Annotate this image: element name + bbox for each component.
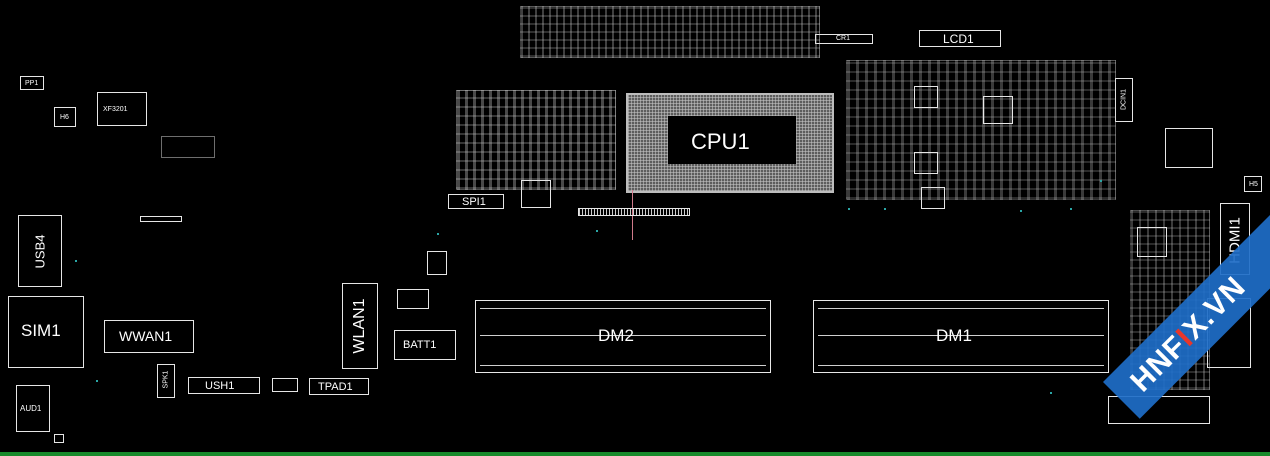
cr-label: CR1	[836, 35, 851, 42]
power-ic	[983, 96, 1013, 124]
batt-aux-chip	[397, 289, 429, 309]
h6-hole[interactable]	[54, 107, 76, 127]
left-ic	[521, 180, 551, 208]
batt-label: BATT1	[403, 339, 437, 351]
small-connector[interactable]	[272, 378, 298, 392]
lcd-connector[interactable]	[919, 30, 1001, 47]
wwan-label: WWAN1	[119, 328, 173, 344]
lcd-label: LCD1	[943, 32, 974, 46]
cr1-chip[interactable]	[815, 34, 873, 44]
cpu-bottom-connector[interactable]	[578, 208, 690, 216]
power-ic-3	[914, 152, 938, 174]
usb4-label: USB4	[32, 234, 48, 269]
usb-header-connector[interactable]	[188, 377, 260, 394]
right-ic	[1165, 128, 1213, 168]
right-ic-2	[1137, 227, 1167, 257]
sim-label: SIM1	[21, 321, 61, 340]
board-edge-line	[0, 452, 1270, 456]
component-cluster-top	[520, 6, 820, 58]
cpu-die	[668, 116, 796, 164]
top-small-connector	[140, 216, 182, 222]
wlan-label: WLAN1	[351, 298, 368, 354]
dm2-label: DM2	[598, 326, 634, 345]
spk-label: SPK1	[162, 370, 170, 389]
tpad-label: TPAD1	[318, 381, 353, 393]
battery-connector[interactable]	[394, 330, 456, 360]
dimm-slot-dm1[interactable]	[813, 300, 1109, 373]
dimm-slot-dm2[interactable]	[475, 300, 771, 373]
dc-in-connector[interactable]	[1115, 78, 1133, 122]
h5-hole[interactable]	[1244, 176, 1262, 192]
wwan-connector[interactable]	[104, 320, 194, 353]
sim-connector[interactable]	[8, 296, 84, 368]
usbh-label: USH1	[205, 380, 235, 392]
batt-aux-chip-2	[427, 251, 447, 275]
aud-label: AUD1	[20, 404, 42, 413]
usb4-connector[interactable]	[18, 215, 62, 287]
cpu-label: CPU1	[691, 129, 750, 154]
pp-label: PP1	[25, 80, 39, 87]
spi-label: SPI1	[462, 196, 486, 208]
component-cluster-left-cpu	[456, 90, 616, 190]
h6-label: H6	[60, 114, 69, 121]
xf-label: XF3201	[103, 106, 128, 113]
power-ic-4	[921, 187, 945, 209]
audio-jack[interactable]	[16, 385, 50, 432]
dcin-label: DCIN1	[1120, 89, 1128, 111]
component-cluster-right-cpu	[846, 60, 1116, 200]
pp1-pad[interactable]	[20, 76, 44, 90]
speaker-connector[interactable]	[157, 364, 175, 398]
small-ic-group	[161, 136, 215, 158]
h5-label: H5	[1249, 181, 1258, 188]
spi-flash[interactable]	[448, 194, 504, 209]
touchpad-connector[interactable]	[309, 378, 369, 395]
dm1-label: DM1	[936, 326, 972, 345]
wlan-connector[interactable]	[342, 283, 378, 369]
aud-aux-pad	[54, 434, 64, 443]
xf3201-chip[interactable]	[97, 92, 147, 126]
power-ic-2	[914, 86, 938, 108]
